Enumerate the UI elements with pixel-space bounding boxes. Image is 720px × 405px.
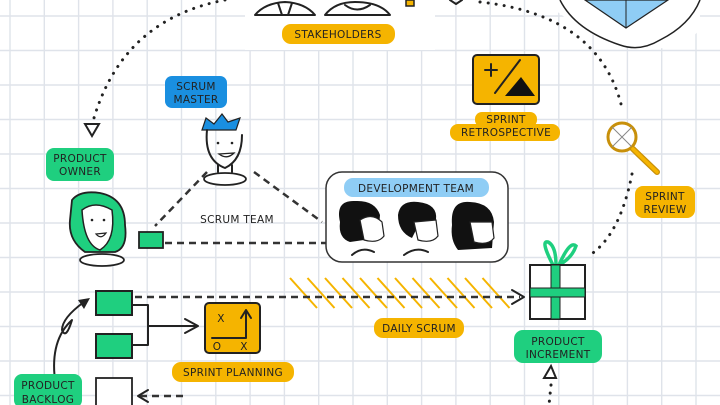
product-increment-label: PRODUCT INCREMENT — [514, 330, 602, 363]
backlog-item-selected — [95, 333, 133, 359]
daily-scrum-tick — [289, 277, 318, 309]
sprint-review-label: SPRINT REVIEW — [635, 186, 695, 218]
stakeholders-label: STAKEHOLDERS — [282, 24, 395, 44]
daily-scrum-label: DAILY SCRUM — [374, 318, 464, 338]
sprint-retrospective-icon — [472, 54, 540, 105]
daily-scrum-tick — [324, 277, 353, 309]
svg-text:MASTER: MASTER — [173, 94, 218, 106]
svg-text:DEVELOPMENT TEAM: DEVELOPMENT TEAM — [358, 183, 474, 195]
backlog-item-selected — [95, 290, 133, 316]
scrum-team-label: SCRUM TEAM — [200, 214, 274, 226]
flow-stakeholders-to-owner — [90, 0, 227, 127]
svg-text:BACKLOG: BACKLOG — [22, 394, 74, 405]
svg-text:OWNER: OWNER — [59, 166, 101, 178]
magnifier-icon — [606, 121, 660, 175]
svg-text:SPRINT: SPRINT — [645, 191, 685, 203]
svg-text:DAILY SCRUM: DAILY SCRUM — [382, 323, 456, 335]
scrum-team-card — [138, 231, 164, 249]
daily-scrum-tick — [306, 277, 336, 309]
product-owner-label: PRODUCT OWNER — [46, 148, 114, 181]
svg-text:PRODUCT: PRODUCT — [53, 153, 107, 165]
sprint-retrospective-label: SPRINT RETROSPECTIVE — [450, 112, 560, 141]
svg-text:SCRUM: SCRUM — [176, 81, 216, 93]
developer-avatar — [339, 200, 385, 256]
svg-text:SPRINT: SPRINT — [486, 114, 526, 126]
stakeholders-illustration — [254, 0, 463, 16]
product-owner-avatar — [68, 191, 127, 267]
daily-scrum-tick — [464, 277, 493, 309]
daily-scrum-tick — [411, 277, 441, 309]
svg-text:REVIEW: REVIEW — [643, 204, 686, 216]
svg-text:STAKEHOLDERS: STAKEHOLDERS — [294, 29, 381, 41]
sprint-planning-board-icon: X O X — [204, 302, 261, 354]
flow-review-to-increment — [588, 172, 634, 257]
daily-scrum-tick — [446, 277, 476, 309]
scrum-master-label: SCRUM MASTER — [165, 76, 227, 108]
arrowhead-icon — [83, 123, 101, 138]
daily-scrum-tick — [394, 277, 423, 309]
daily-scrum-tick — [359, 277, 388, 309]
svg-text:X: X — [240, 341, 248, 353]
svg-text:O: O — [213, 341, 222, 353]
svg-text:PRODUCT: PRODUCT — [21, 380, 75, 392]
flow-to-increment — [547, 383, 553, 405]
daily-scrum-tick — [376, 277, 406, 309]
development-team-group: DEVELOPMENT TEAM — [325, 171, 509, 263]
backlog-item — [95, 377, 133, 405]
daily-scrum-timeline — [289, 277, 511, 309]
developer-avatar — [451, 201, 495, 250]
scrum-master-avatar — [201, 113, 247, 186]
daily-scrum-tick — [481, 277, 511, 309]
sprint-planning-label: SPRINT PLANNING — [172, 362, 294, 382]
svg-text:SPRINT PLANNING: SPRINT PLANNING — [183, 367, 283, 379]
gift-icon — [529, 240, 586, 320]
daily-scrum-tick — [429, 277, 458, 309]
product-box-icon — [559, 0, 701, 49]
svg-text:X: X — [217, 313, 225, 325]
product-backlog-label: PRODUCT BACKLOG — [14, 374, 82, 405]
svg-text:RETROSPECTIVE: RETROSPECTIVE — [461, 127, 551, 139]
svg-text:PRODUCT: PRODUCT — [531, 336, 585, 348]
daily-scrum-tick — [341, 277, 371, 309]
developer-avatar — [398, 201, 439, 256]
svg-text:INCREMENT: INCREMENT — [526, 349, 591, 361]
